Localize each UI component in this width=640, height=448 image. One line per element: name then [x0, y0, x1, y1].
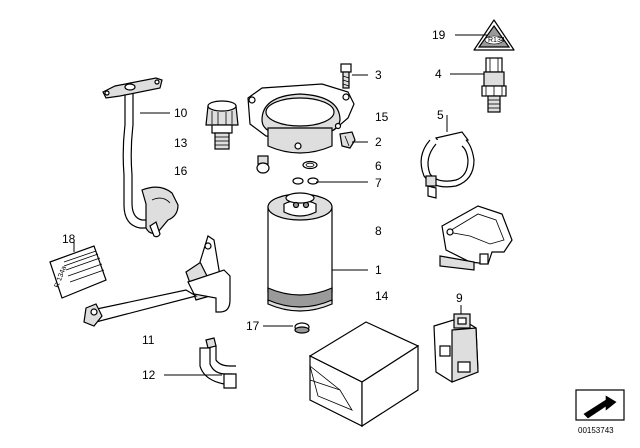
screw	[340, 63, 352, 89]
pressure-switch	[205, 100, 239, 150]
label-14: 14	[375, 289, 389, 303]
o-ring-pair	[292, 177, 319, 185]
o-ring-small	[302, 160, 318, 170]
label-11: 11	[142, 333, 155, 347]
label-9: 9	[456, 291, 463, 305]
label-19: 19	[432, 28, 446, 42]
label-8: 8	[375, 224, 382, 238]
reference-box: 00153743	[575, 389, 625, 435]
bracket-with-pipe	[83, 235, 231, 327]
desiccant-box	[308, 321, 420, 428]
pressure-sensor	[481, 57, 507, 113]
receiver-dryer	[267, 192, 333, 312]
valve-fitting	[256, 155, 270, 174]
elbow-hose	[199, 337, 237, 389]
seal-ring	[294, 322, 310, 334]
label-1: 1	[375, 263, 382, 277]
mounting-bracket	[439, 205, 513, 271]
dryer-cap	[247, 83, 355, 154]
label-18: 18	[62, 232, 76, 246]
label-10: 10	[174, 106, 188, 120]
clamp-strap	[420, 131, 475, 199]
warning-label: R 134a	[49, 245, 107, 299]
label-5: 5	[437, 108, 444, 122]
label-6: 6	[375, 159, 382, 173]
label-2: 2	[375, 135, 382, 149]
refrigerant-badge-text: R134	[488, 37, 505, 44]
refrigerant-badge: R134	[473, 19, 515, 51]
arrow-icon	[583, 395, 617, 419]
label-17: 17	[246, 319, 260, 333]
part-labels: 19 4 3 10 15 5 13 2 6 16 7 18 8 1 14 9 1…	[62, 28, 463, 382]
label-4: 4	[435, 67, 442, 81]
label-3: 3	[375, 68, 382, 82]
label-13: 13	[174, 136, 188, 150]
relay-module	[433, 313, 479, 383]
leader-lines	[73, 34, 488, 376]
label-16: 16	[174, 164, 188, 178]
clip	[339, 131, 356, 149]
pipe-with-flange	[102, 77, 179, 238]
label-7: 7	[375, 176, 382, 190]
reference-number: 00153743	[578, 426, 614, 435]
label-15: 15	[375, 110, 389, 124]
label-12: 12	[142, 368, 156, 382]
